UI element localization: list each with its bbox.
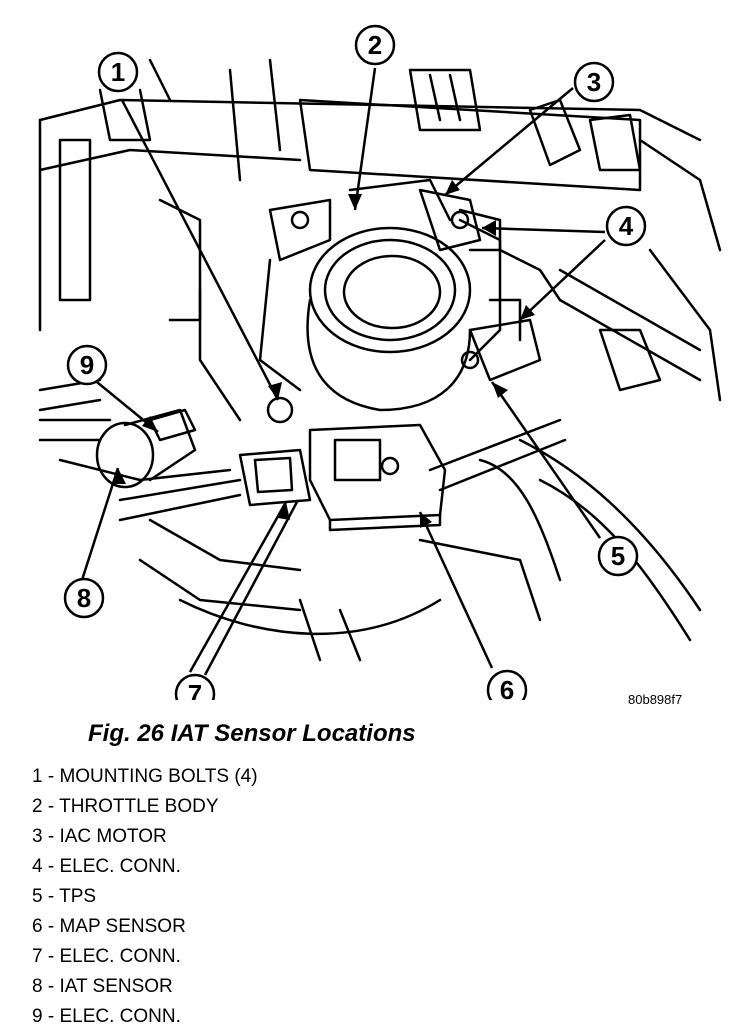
callout-6: 6	[486, 669, 528, 700]
svg-text:4: 4	[619, 211, 634, 241]
svg-text:5: 5	[611, 541, 625, 571]
legend-item: 8 - IAT SENSOR	[32, 976, 173, 997]
callout-1: 1	[97, 51, 139, 93]
background-structure	[38, 58, 722, 662]
svg-text:7: 7	[188, 679, 202, 700]
svg-text:3: 3	[587, 67, 601, 97]
leader-lines	[80, 67, 606, 676]
throttle-body	[258, 178, 502, 412]
svg-text:9: 9	[80, 350, 94, 380]
iac-motor	[418, 188, 502, 252]
figure-title: Fig. 26 IAT Sensor Locations	[88, 720, 416, 747]
callout-3: 3	[573, 61, 615, 103]
svg-text:8: 8	[77, 583, 91, 613]
legend-item: 6 - MAP SENSOR	[32, 916, 186, 937]
svg-text:2: 2	[368, 30, 382, 60]
legend-item: 4 - ELEC. CONN.	[32, 856, 181, 877]
legend-item: 7 - ELEC. CONN.	[32, 946, 181, 967]
map-connector	[118, 448, 312, 522]
callout-9: 9	[66, 344, 108, 386]
callout-2: 2	[354, 24, 396, 66]
mounting-bolts	[266, 210, 480, 424]
legend-item: 5 - TPS	[32, 886, 97, 907]
legend-item: 1 - MOUNTING BOLTS (4)	[32, 766, 258, 787]
legend-item: 3 - IAC MOTOR	[32, 826, 167, 847]
iat-sensor	[38, 408, 197, 489]
svg-text:1: 1	[111, 57, 125, 87]
callout-markers: 1 2 3 4 5 6 7 8	[63, 24, 647, 700]
tps-sensor	[468, 298, 542, 382]
engine-illustration: 1 2 3 4 5 6 7 8	[38, 24, 722, 700]
legend-item: 2 - THROTTLE BODY	[32, 796, 219, 817]
leader-arrowheads	[112, 180, 535, 528]
map-sensor	[308, 423, 447, 532]
figure-reference-code: 80b898f7	[628, 692, 683, 707]
callout-7: 7	[174, 673, 216, 700]
legend-list: 1 - MOUNTING BOLTS (4) 2 - THROTTLE BODY…	[32, 762, 258, 1032]
callout-5: 5	[597, 535, 639, 577]
callout-8: 8	[63, 577, 105, 619]
callout-4: 4	[605, 205, 647, 247]
legend-item: 9 - ELEC. CONN.	[32, 1006, 181, 1027]
svg-text:6: 6	[500, 675, 514, 700]
